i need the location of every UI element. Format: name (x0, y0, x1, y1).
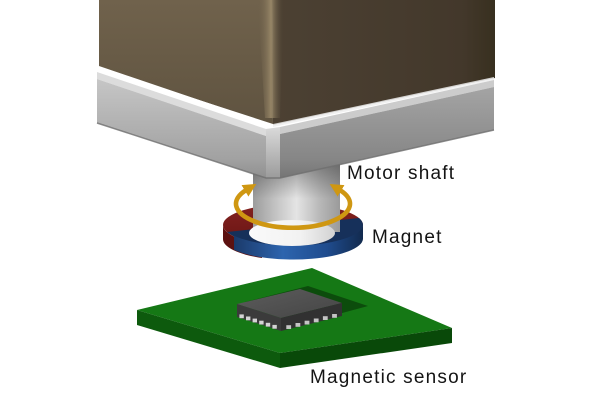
motor-body-corner-highlight (258, 0, 284, 118)
chip-pins-right (286, 314, 337, 329)
magnet-blue-side-face (234, 225, 363, 260)
pcb-left-side-face (137, 310, 280, 368)
body-flange-gap (97, 67, 273, 128)
motor-shaft-label: Motor shaft (347, 163, 456, 184)
motor-flange (96, 72, 495, 179)
flange-bottom-edge (96, 122, 495, 179)
magnetic-sensor-label: Magnetic sensor (310, 367, 468, 388)
flange-left-face (97, 79, 266, 178)
motor-body (97, 0, 495, 128)
flange-left-bevel (97, 72, 266, 136)
flange-corner-face (266, 127, 280, 178)
flange-right-face (280, 87, 494, 178)
body-flange-gap-right (273, 77, 494, 127)
sensor-chip (237, 289, 342, 331)
rotation-arrow-arc (233, 183, 353, 231)
pcb-right-side-face (280, 328, 452, 368)
chip-top-face (237, 289, 342, 318)
magnet-label: Magnet (372, 227, 443, 248)
flange-right-bevel (280, 80, 494, 134)
chip-pins-left (239, 314, 277, 329)
rotation-arrow-icon (233, 183, 353, 231)
motor-body-left-face (99, 0, 273, 125)
motor-body-right-face (272, 0, 495, 125)
